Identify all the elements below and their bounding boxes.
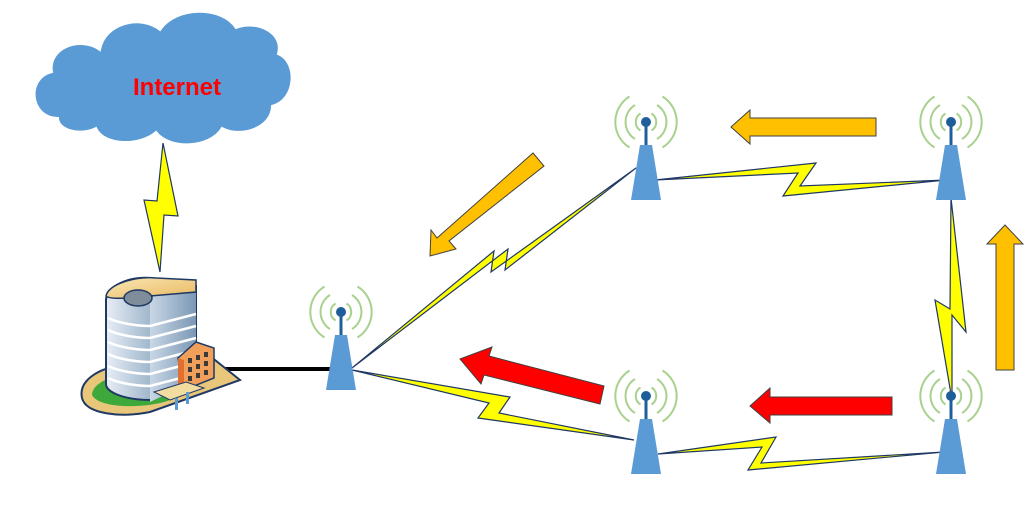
tower-antenna-head — [946, 391, 956, 401]
cloud-label: Internet — [133, 74, 221, 101]
flow-arrow-left-top — [730, 108, 877, 146]
tower-top-middle — [614, 95, 678, 200]
office-building-icon — [80, 276, 243, 416]
wireless-link-gateway-top-middle — [351, 167, 637, 369]
tower-bottom-right — [919, 369, 983, 474]
tower-mast — [644, 396, 648, 419]
wireless-link-bottom-middle-bottom-right — [657, 436, 945, 471]
internet-cloud: Internet — [33, 10, 293, 146]
tower-antenna-head — [336, 307, 346, 317]
tower-mast — [949, 396, 953, 419]
signal-waves-icon — [919, 369, 983, 423]
wireless-link-gateway-bottom-middle — [351, 369, 635, 441]
wireless-link-top-middle-top-right — [654, 162, 947, 197]
tower-body — [326, 335, 356, 390]
signal-waves-icon — [919, 95, 983, 149]
tower-top-right — [919, 95, 983, 200]
tower-antenna-head — [641, 391, 651, 401]
tower-body — [936, 145, 966, 200]
tower-mast — [644, 122, 648, 145]
signal-waves-icon — [614, 369, 678, 423]
flow-arrow-down-left — [429, 152, 545, 257]
tower-mast — [339, 312, 343, 335]
flow-arrow-up-left — [459, 346, 605, 405]
wireless-link-cloud-building — [143, 142, 179, 273]
signal-waves-icon — [309, 285, 373, 339]
flow-arrow-up — [985, 224, 1024, 371]
tower-body — [631, 145, 661, 200]
tower-body — [936, 419, 966, 474]
tower-antenna-head — [641, 117, 651, 127]
flow-arrow-left-bottom — [749, 386, 893, 425]
tower-bottom-middle — [614, 369, 678, 474]
signal-waves-icon — [614, 95, 678, 149]
tower-body — [631, 419, 661, 474]
cloud-shape — [33, 10, 293, 146]
tower-mast — [949, 122, 953, 145]
tower-gateway — [309, 285, 373, 390]
wireless-link-top-right-bottom-right — [934, 197, 967, 401]
tower-antenna-head — [946, 117, 956, 127]
